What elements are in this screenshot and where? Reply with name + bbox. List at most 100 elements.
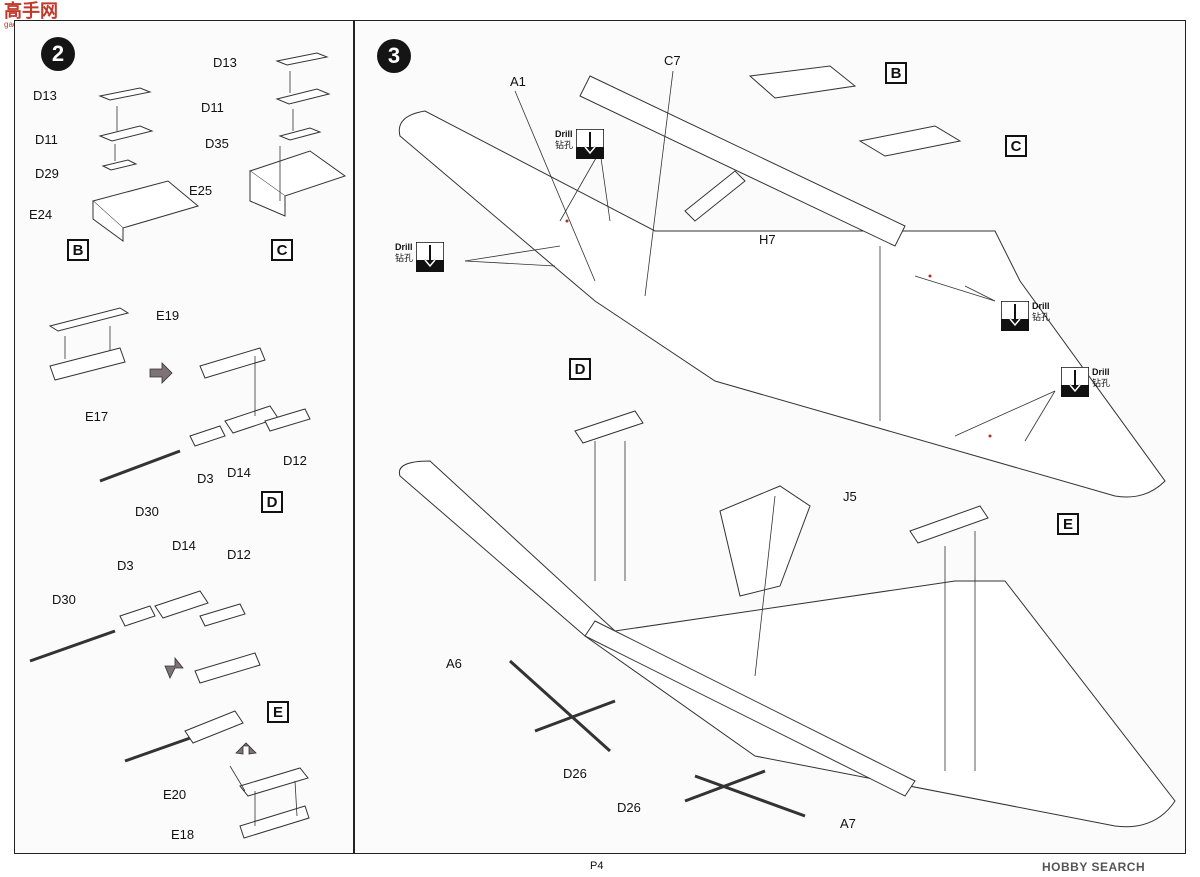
part-e20 xyxy=(239,767,309,797)
part-lower-wing xyxy=(398,460,1176,828)
page-number: P4 xyxy=(590,860,604,872)
part-c7-spar xyxy=(579,75,906,247)
drill-label-en: Drill xyxy=(555,129,573,139)
label-d35: D35 xyxy=(205,136,229,151)
step-3-wing-drawing xyxy=(398,65,1176,828)
part-d30-barrel xyxy=(99,449,181,483)
part-e17 xyxy=(49,347,126,381)
drill-marker-3: Drill 钻孔 xyxy=(1001,301,1050,331)
part-e25 xyxy=(248,150,347,197)
part-e-gun xyxy=(909,505,989,544)
label-d3: D3 xyxy=(197,471,214,486)
label-d29: D29 xyxy=(35,166,59,181)
drill-marker-1: Drill 钻孔 xyxy=(555,129,605,159)
part-e18 xyxy=(239,805,310,839)
part-a7 xyxy=(694,774,806,818)
part-d-gun xyxy=(574,410,644,444)
label-d14-e: D14 xyxy=(172,538,196,553)
part-j5 xyxy=(719,485,811,597)
part-d11-b xyxy=(98,125,154,142)
label-d11-c: D11 xyxy=(201,100,224,115)
process-arrow-3 xyxy=(235,742,257,755)
step-2-panel: 2 D13 D11 D29 E24 D13 D11 D35 E25 E19 E1… xyxy=(14,20,354,854)
callout-box-d: D xyxy=(261,491,283,513)
label-d30-e: D30 xyxy=(52,592,76,607)
drill-label-zh: 钻孔 xyxy=(1032,312,1051,322)
part-e19 xyxy=(48,307,130,332)
drill-label-en: Drill xyxy=(1092,367,1110,377)
label-e19: E19 xyxy=(156,308,180,323)
drill-icon xyxy=(1001,301,1029,331)
part-d13-c xyxy=(275,52,329,66)
step-3-panel: 3 A1 C7 H7 J5 A6 D26 D26 A7 B C D E Dril… xyxy=(354,20,1186,854)
part-a1-wing xyxy=(398,110,1166,498)
label-e17: E17 xyxy=(85,409,109,424)
drill-label-zh: 钻孔 xyxy=(555,140,574,150)
part-d3 xyxy=(189,425,226,447)
drill-label-en: Drill xyxy=(395,242,413,252)
label-j5: J5 xyxy=(843,489,857,504)
drill-icon xyxy=(1061,367,1089,397)
part-d11-c xyxy=(275,88,331,105)
part-d12 xyxy=(264,408,311,432)
part-e-top xyxy=(194,652,261,684)
callout-box-c-3: C xyxy=(1005,135,1027,157)
part-b-gunbay xyxy=(748,65,857,99)
callout-box-e-3: E xyxy=(1057,513,1079,535)
process-arrow-1 xyxy=(149,362,173,384)
callout-box-e: E xyxy=(267,701,289,723)
part-c-gunbay xyxy=(858,125,962,157)
part-d35 xyxy=(278,127,322,141)
callout-box-d-3: D xyxy=(569,358,591,380)
label-d26-2: D26 xyxy=(617,800,641,815)
part-d26-2 xyxy=(684,769,766,803)
watermark-title: 高手网 xyxy=(4,1,58,21)
callout-box-b: B xyxy=(67,239,89,261)
label-a1: A1 xyxy=(510,74,526,89)
label-h7: H7 xyxy=(759,232,776,247)
drill-icon xyxy=(416,242,445,272)
label-a6: A6 xyxy=(446,656,462,671)
part-assembled-breech-e xyxy=(184,710,244,744)
step-3-number: 3 xyxy=(377,39,411,73)
label-e24: E24 xyxy=(29,207,53,222)
callout-box-b-3: B xyxy=(885,62,907,84)
label-d30: D30 xyxy=(135,504,159,519)
step-2-number: 2 xyxy=(41,37,75,71)
label-e20: E20 xyxy=(163,787,187,802)
label-d14: D14 xyxy=(227,465,251,480)
part-d3-e xyxy=(119,605,156,627)
part-d12-e xyxy=(199,603,246,627)
part-e25-side xyxy=(249,171,286,217)
label-c7: C7 xyxy=(664,53,681,68)
label-d13-c: D13 xyxy=(213,55,237,70)
drill-label-zh: 钻孔 xyxy=(395,253,414,263)
part-d14-e xyxy=(154,590,209,619)
label-d12: D12 xyxy=(283,453,307,468)
watermark-hobby-search: HOBBY SEARCH xyxy=(1042,860,1146,874)
drill-marker-2: Drill 钻孔 xyxy=(395,242,445,272)
drill-label-en: Drill xyxy=(1032,301,1050,311)
process-arrow-2 xyxy=(164,656,184,679)
part-d29 xyxy=(101,159,138,171)
label-d12-e: D12 xyxy=(227,547,251,562)
drill-label-zh: 钻孔 xyxy=(1092,378,1111,388)
part-d26-1 xyxy=(534,699,616,733)
callout-box-c: C xyxy=(271,239,293,261)
label-e18: E18 xyxy=(171,827,195,842)
part-e24-side xyxy=(92,201,124,242)
part-d13-b xyxy=(98,87,152,101)
label-d13: D13 xyxy=(33,88,57,103)
drill-marker-4: Drill 钻孔 xyxy=(1061,367,1110,397)
drill-icon xyxy=(576,129,605,159)
label-d11: D11 xyxy=(35,132,58,147)
label-a7: A7 xyxy=(840,816,856,831)
part-e-top-d xyxy=(199,347,266,379)
label-d3-e: D3 xyxy=(117,558,134,573)
part-h7 xyxy=(684,170,746,222)
part-lower-spar xyxy=(584,620,916,797)
label-d26-1: D26 xyxy=(563,766,587,781)
step-2-parts-drawing xyxy=(29,52,347,839)
label-e25: E25 xyxy=(189,183,213,198)
part-a6 xyxy=(508,659,612,753)
